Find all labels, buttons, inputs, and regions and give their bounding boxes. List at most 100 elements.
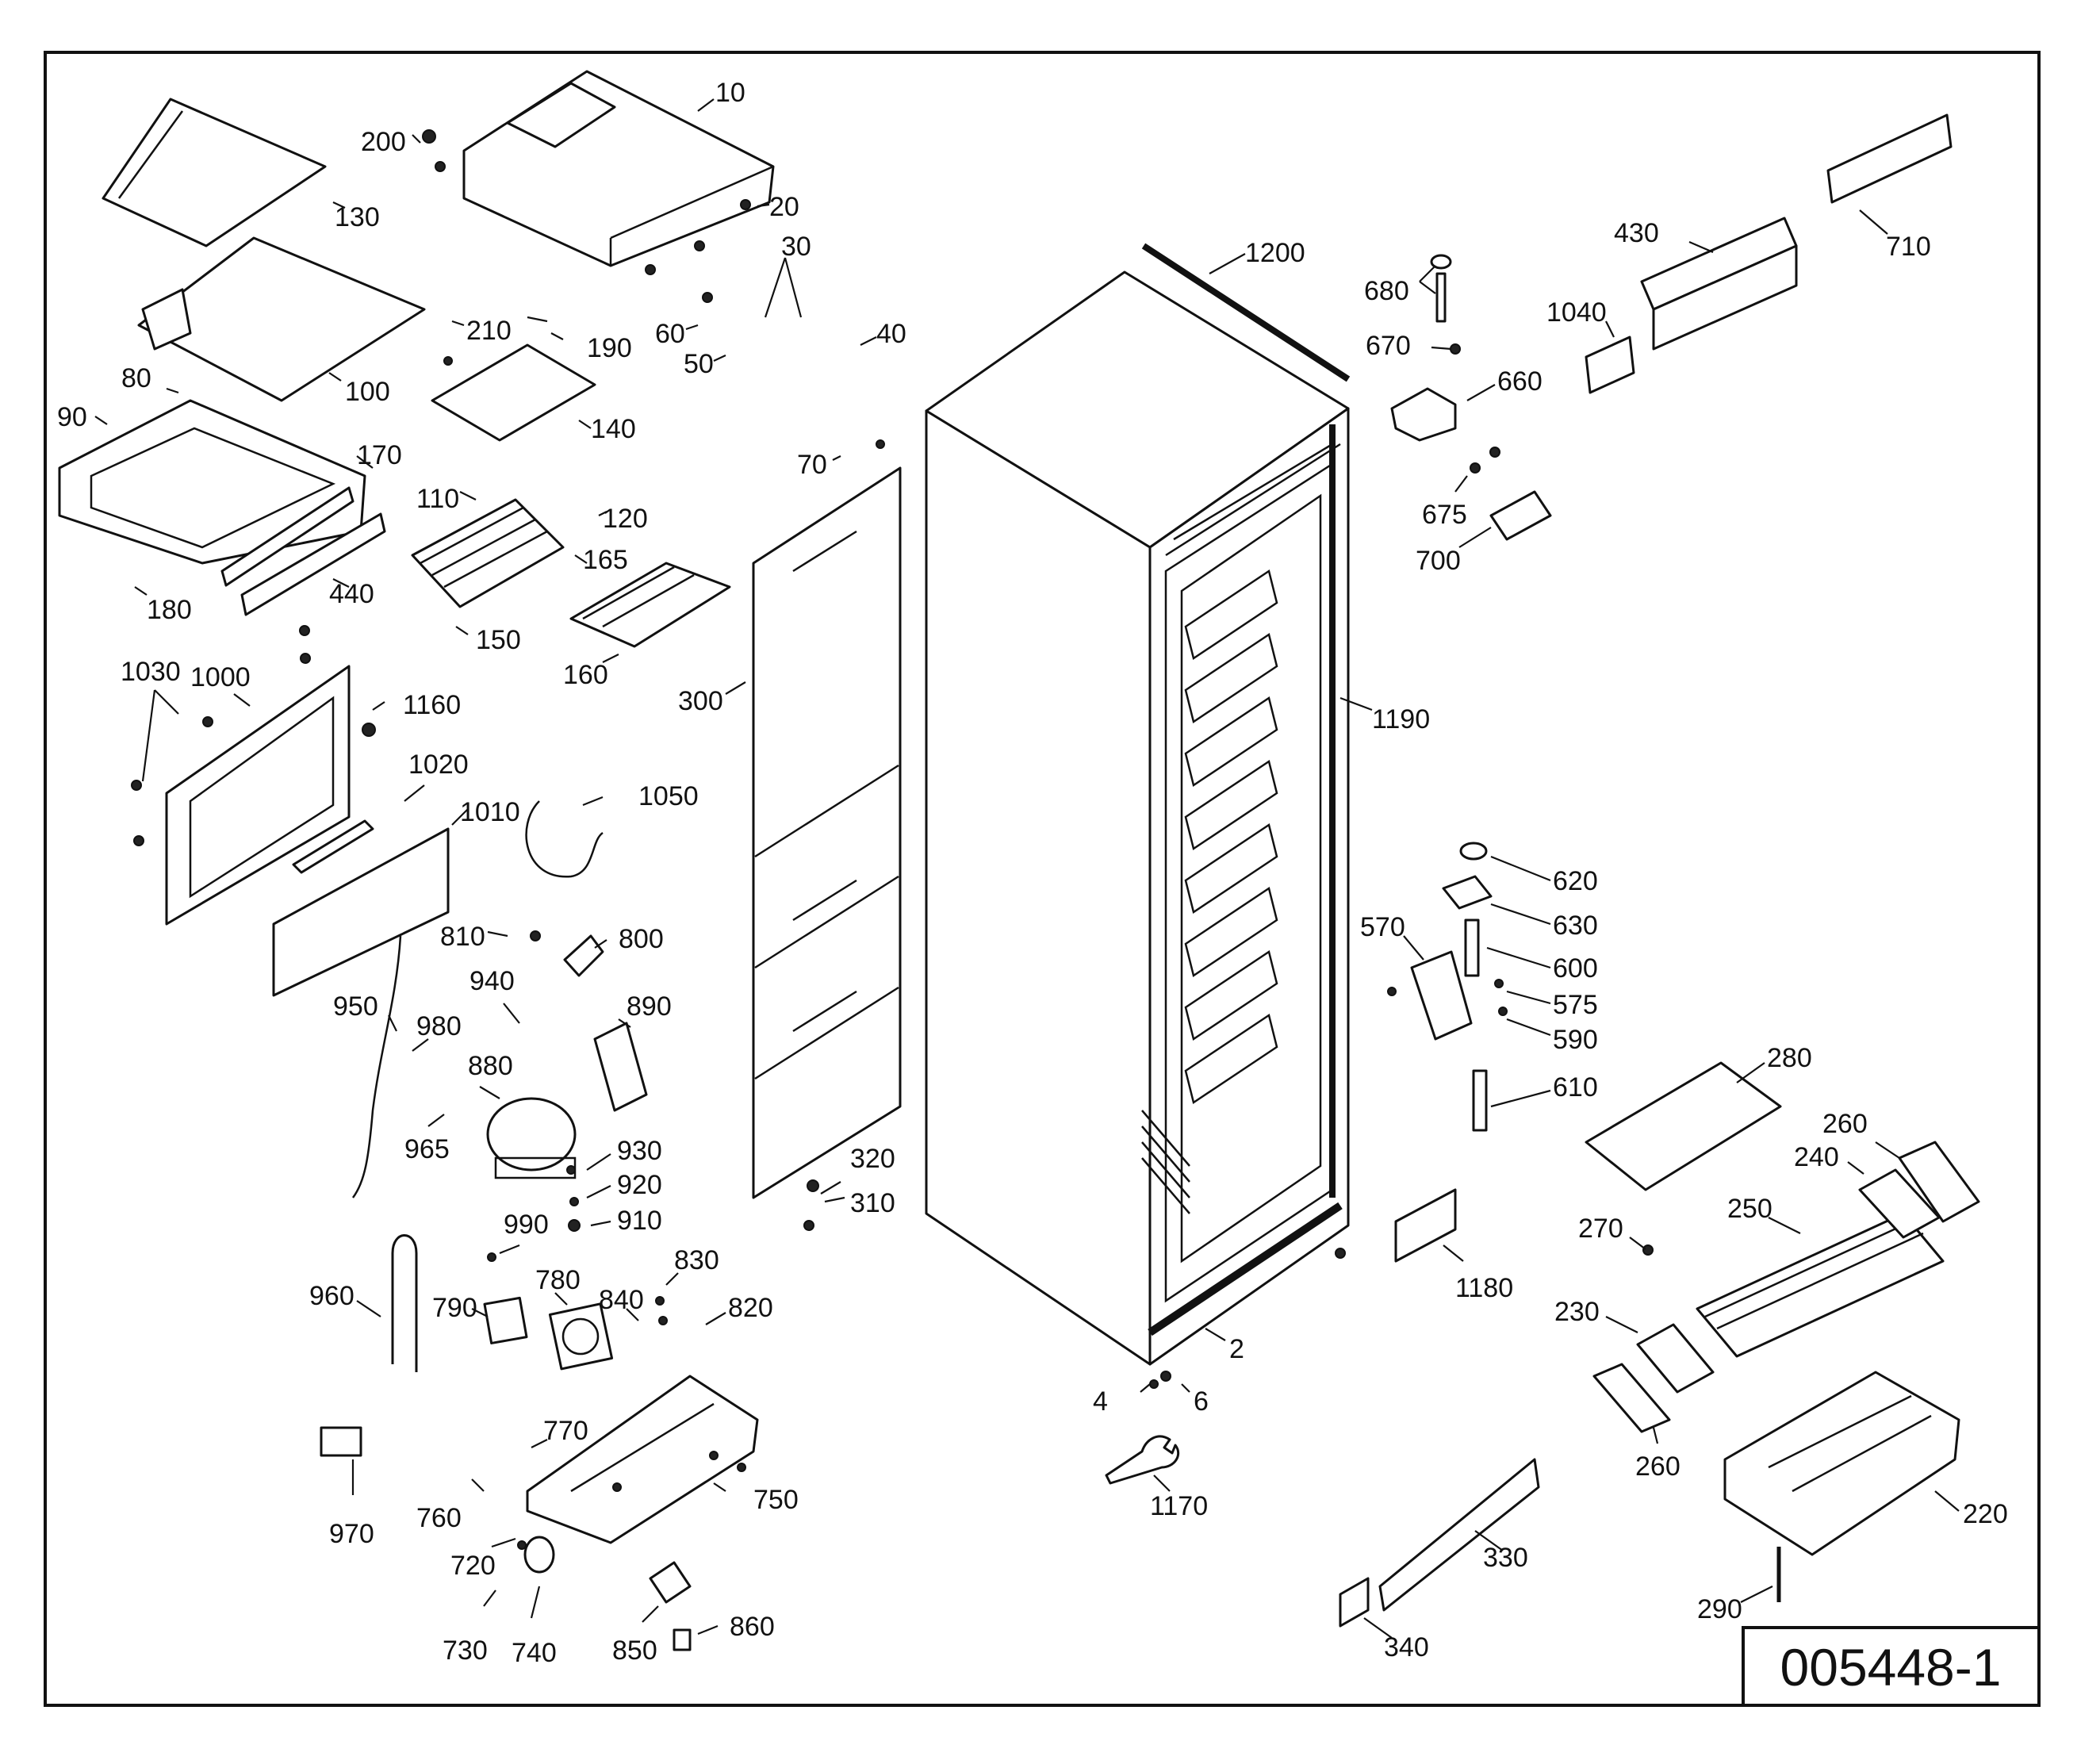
label-230: 230	[1554, 1297, 1600, 1327]
label-840: 840	[599, 1285, 644, 1315]
fasteners	[131, 129, 1654, 1550]
label-120: 120	[603, 504, 648, 534]
label-750: 750	[753, 1485, 799, 1515]
label-6: 6	[1194, 1386, 1209, 1417]
label-890: 890	[627, 991, 672, 1022]
hinge-cap	[1430, 254, 1452, 270]
label-1180: 1180	[1455, 1273, 1513, 1303]
insulation-sheet	[1585, 1061, 1782, 1191]
bushing-630	[1442, 875, 1493, 910]
label-1030: 1030	[121, 657, 181, 687]
drawer-housing	[58, 399, 366, 565]
label-740: 740	[512, 1638, 557, 1668]
label-340: 340	[1384, 1632, 1429, 1662]
label-960: 960	[309, 1281, 354, 1311]
label-930: 930	[617, 1136, 662, 1166]
document-number-box: 005448-1	[1742, 1626, 2041, 1707]
front-strip	[240, 512, 386, 616]
part-drawings	[58, 70, 1980, 1651]
cabinet-bottom-coils	[1141, 1110, 1190, 1214]
label-990: 990	[504, 1210, 549, 1240]
cabinet-shelves	[1184, 569, 1278, 1105]
drawing-frame	[44, 51, 2041, 1707]
label-70: 70	[797, 450, 827, 480]
label-160: 160	[563, 660, 608, 690]
label-250: 250	[1727, 1194, 1772, 1224]
label-980: 980	[416, 1011, 462, 1041]
label-675: 675	[1422, 500, 1467, 530]
label-2: 2	[1229, 1334, 1244, 1364]
hinge-cover	[1489, 490, 1552, 541]
label-40: 40	[876, 319, 906, 349]
label-1190: 1190	[1372, 704, 1430, 734]
condenser-fan	[548, 1302, 614, 1371]
label-130: 130	[335, 202, 380, 232]
bottom-hinge	[1410, 950, 1473, 1041]
part-850	[649, 1561, 692, 1604]
label-670: 670	[1366, 331, 1411, 361]
label-1010: 1010	[460, 797, 520, 827]
cabinet-body	[925, 270, 1350, 1366]
label-720: 720	[450, 1551, 496, 1581]
display-panel	[1826, 113, 1953, 204]
label-570: 570	[1360, 912, 1405, 942]
connector-970	[320, 1426, 362, 1457]
label-910: 910	[617, 1206, 662, 1236]
label-90: 90	[57, 402, 87, 432]
document-number: 005448-1	[1780, 1638, 2002, 1697]
label-165: 165	[583, 545, 628, 575]
adjustable-foot	[523, 1536, 555, 1574]
label-50: 50	[684, 349, 714, 379]
label-220: 220	[1963, 1499, 2008, 1529]
label-100: 100	[345, 377, 390, 407]
drip-tray	[1723, 1371, 1960, 1556]
label-920: 920	[617, 1170, 662, 1200]
label-860: 860	[730, 1612, 775, 1642]
label-300: 300	[678, 686, 723, 716]
label-610: 610	[1553, 1072, 1598, 1102]
label-170: 170	[357, 440, 402, 470]
label-210: 210	[466, 316, 512, 346]
hinge-pin-600	[1464, 918, 1480, 977]
rail-bar	[1148, 1202, 1343, 1336]
label-730: 730	[443, 1636, 488, 1666]
label-820: 820	[728, 1293, 773, 1323]
label-620: 620	[1553, 866, 1598, 896]
label-290: 290	[1697, 1594, 1742, 1624]
label-200: 200	[361, 127, 406, 157]
rear-panel	[752, 466, 902, 1199]
part-860	[673, 1628, 692, 1651]
cable-950	[351, 935, 402, 1198]
label-60: 60	[655, 319, 685, 349]
washer-620	[1459, 842, 1488, 861]
label-140: 140	[591, 414, 636, 444]
label-965: 965	[404, 1134, 450, 1164]
relay-box	[593, 1022, 648, 1112]
label-1040	[1585, 336, 1635, 394]
label-880: 880	[468, 1051, 513, 1081]
fan-gasket	[483, 1296, 528, 1344]
label-150: 150	[476, 625, 521, 655]
label-800: 800	[619, 924, 664, 954]
bracket-240	[1858, 1168, 1941, 1239]
leader-lines	[94, 98, 1960, 1639]
bracket-230	[1636, 1323, 1715, 1394]
label-950: 950	[333, 991, 378, 1022]
spanner-wrench	[1105, 1435, 1180, 1485]
part-340	[1339, 1577, 1370, 1628]
base-assembly	[526, 1375, 759, 1544]
label-710: 710	[1886, 232, 1931, 262]
label-1040: 1040	[1546, 297, 1607, 328]
label-770: 770	[543, 1416, 588, 1446]
part-number-labels: 10 20 30 40 50 60 70 80 90 100 110 120 1…	[57, 78, 2008, 1668]
cable-1050	[525, 800, 604, 878]
label-970: 970	[329, 1519, 374, 1549]
top-shelf-lid	[102, 98, 327, 247]
label-270: 270	[1578, 1214, 1623, 1244]
relay-bracket	[563, 934, 604, 977]
cover-panel-1010	[272, 827, 450, 997]
label-1200: 1200	[1245, 238, 1305, 268]
kick-grille	[1378, 1458, 1540, 1612]
label-590: 590	[1553, 1025, 1598, 1055]
